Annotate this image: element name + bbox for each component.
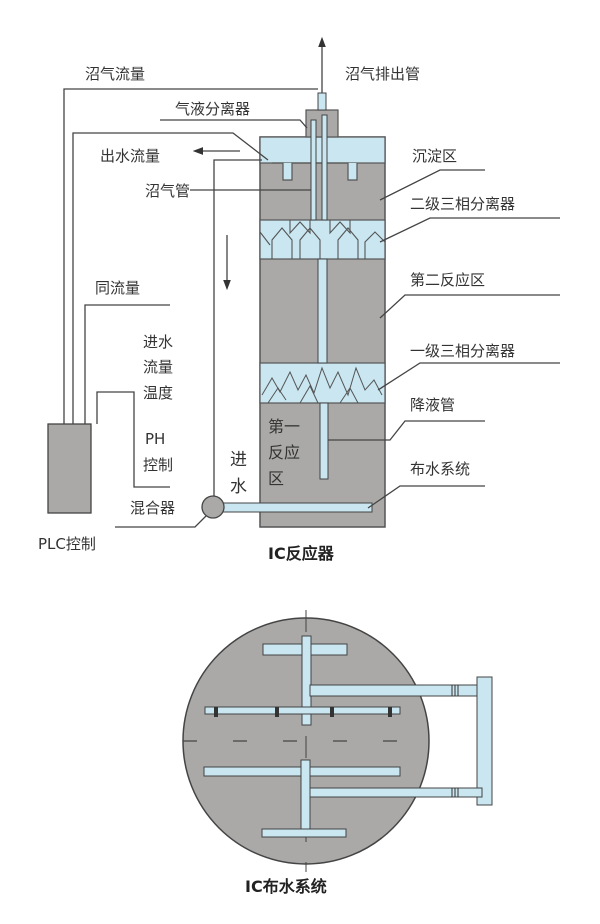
label-inlet-1: 进 (230, 450, 247, 470)
label-biogas-flow: 沼气流量 (85, 65, 145, 83)
label-distribution-system: 布水系统 (410, 460, 470, 478)
control-lines (63, 88, 318, 496)
label-ph-2: 控制 (143, 456, 173, 474)
second-three-phase-separator (259, 219, 386, 260)
distribution-pipe (221, 502, 373, 513)
label-first-zone-1: 第一 (268, 417, 300, 436)
label-mixer: 混合器 (130, 499, 175, 517)
label-inflow-1: 进水 (143, 333, 173, 351)
plc-box (47, 423, 92, 514)
label-first-zone-3: 区 (268, 469, 284, 488)
biogas-outlet-pipe (317, 92, 327, 111)
mixer (201, 495, 225, 519)
label-gas-liquid-separator: 气液分离器 (175, 100, 250, 118)
label-inflow-2: 流量 (143, 358, 173, 376)
label-first-zone-2: 反应 (268, 443, 300, 462)
distribution-plan-view (182, 610, 493, 872)
label-biogas-pipe: 沼气管 (145, 182, 190, 200)
label-effluent-flow: 出水流量 (100, 147, 160, 165)
riser-pipe (317, 258, 328, 364)
reactor-title: IC反应器 (268, 544, 335, 563)
leader-lines (115, 119, 560, 528)
label-recycle-flow: 同流量 (95, 279, 140, 297)
distribution-title: IC布水系统 (245, 877, 327, 896)
reactor-vessel (201, 92, 386, 528)
label-inflow-3: 温度 (143, 384, 173, 402)
label-first-separator: 一级三相分离器 (410, 342, 515, 360)
label-downcomer: 降液管 (410, 396, 455, 414)
label-biogas-outlet: 沼气排出管 (345, 65, 420, 83)
label-second-reaction-zone: 第二反应区 (410, 271, 485, 289)
label-ph-1: PH (145, 430, 165, 448)
downcomer-pipe (319, 402, 329, 480)
label-inlet-2: 水 (230, 477, 247, 497)
label-settling-zone: 沉淀区 (412, 147, 457, 165)
label-second-separator: 二级三相分离器 (410, 195, 515, 213)
label-plc: PLC控制 (38, 535, 96, 553)
